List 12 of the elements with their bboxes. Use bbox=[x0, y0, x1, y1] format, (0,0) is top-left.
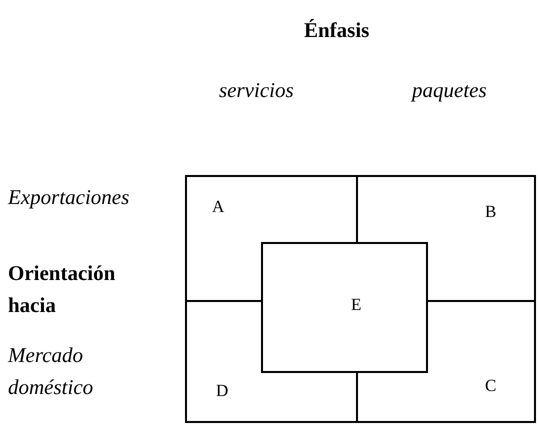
quadrant-label: E bbox=[351, 295, 362, 315]
quadrant-label: C bbox=[485, 376, 496, 396]
quadrant-label: D bbox=[216, 381, 228, 401]
axis-title: Orientación hacia bbox=[8, 260, 116, 319]
row-label: Mercado doméstico bbox=[8, 342, 94, 401]
column-label: servicios bbox=[219, 77, 295, 104]
axis-title: Énfasis bbox=[304, 17, 370, 44]
center-box bbox=[261, 242, 428, 373]
quadrant-label: B bbox=[485, 202, 496, 222]
quadrant-label: A bbox=[212, 197, 224, 217]
column-label: paquetes bbox=[412, 77, 488, 104]
row-label: Exportaciones bbox=[8, 184, 130, 211]
